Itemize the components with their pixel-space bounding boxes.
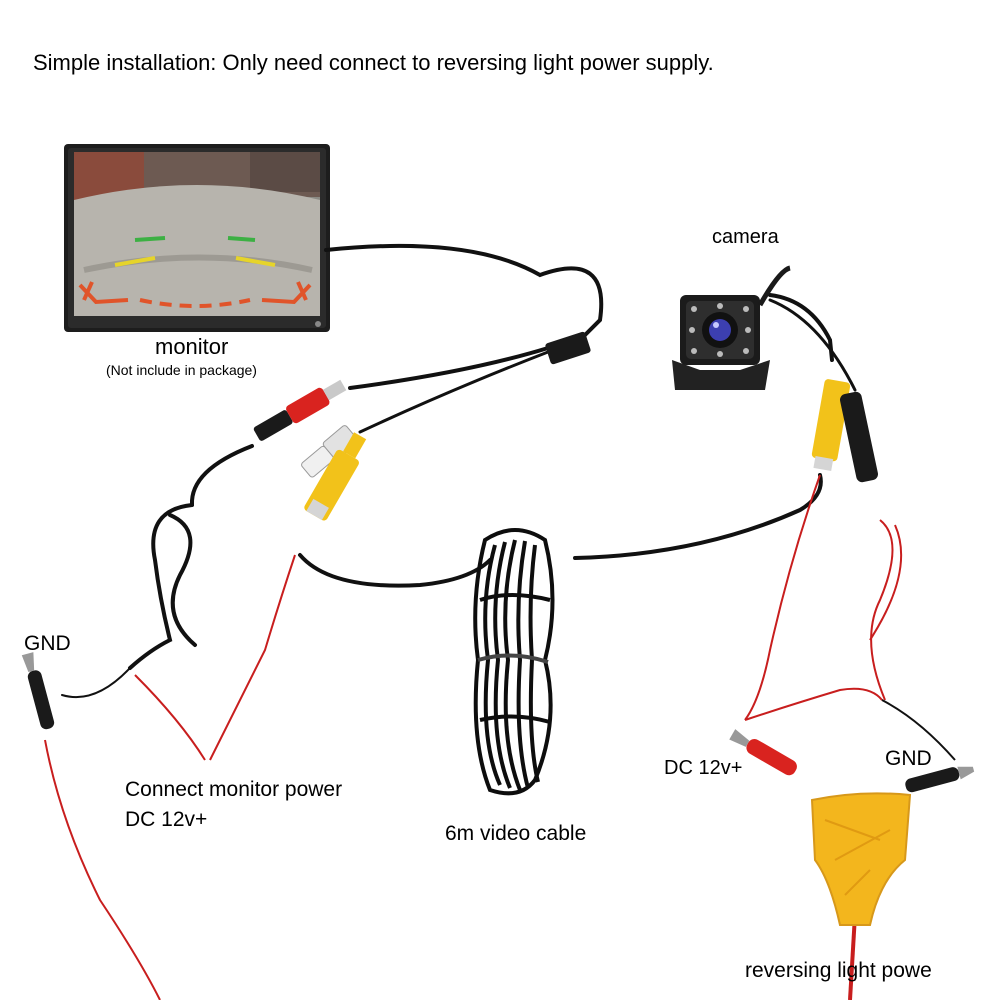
video-cable-label: 6m video cable [445,822,587,845]
gnd-label-right: GND [885,747,932,770]
dc-plug-camera [840,391,878,483]
rca-red-plug [253,379,347,441]
video-cable-coil [473,528,555,796]
alligator-clips [21,652,975,793]
page-heading: Simple installation: Only need connect t… [33,50,714,75]
black-cables [61,243,857,699]
parking-guide-lines [78,236,312,308]
clip-gnd-right [905,766,975,793]
monitor-power-line2: DC 12v+ [125,808,208,831]
reversing-light-label: reversing light powe [745,959,932,982]
gnd-label-left: GND [24,632,71,655]
rca-yellow-socket-left [304,432,367,521]
monitor-power-label: Connect monitor power DC 12v+ [125,775,342,835]
camera-device [672,265,791,390]
clip-dc-right [729,729,797,776]
camera-label: camera [712,226,779,248]
red-wires [44,474,903,1001]
monitor-note: (Not include in package) [106,362,257,378]
clip-gnd-left [21,652,55,730]
monitor-device [64,144,330,332]
rca-yellow-plug-camera [811,379,851,471]
insulating-tape [810,792,912,926]
dc-label-right: DC 12v+ [664,757,743,779]
rca-connectors [253,379,878,521]
cable-junction-box [545,331,591,365]
monitor-label: monitor [155,334,229,359]
monitor-power-line1: Connect monitor power [125,778,343,801]
